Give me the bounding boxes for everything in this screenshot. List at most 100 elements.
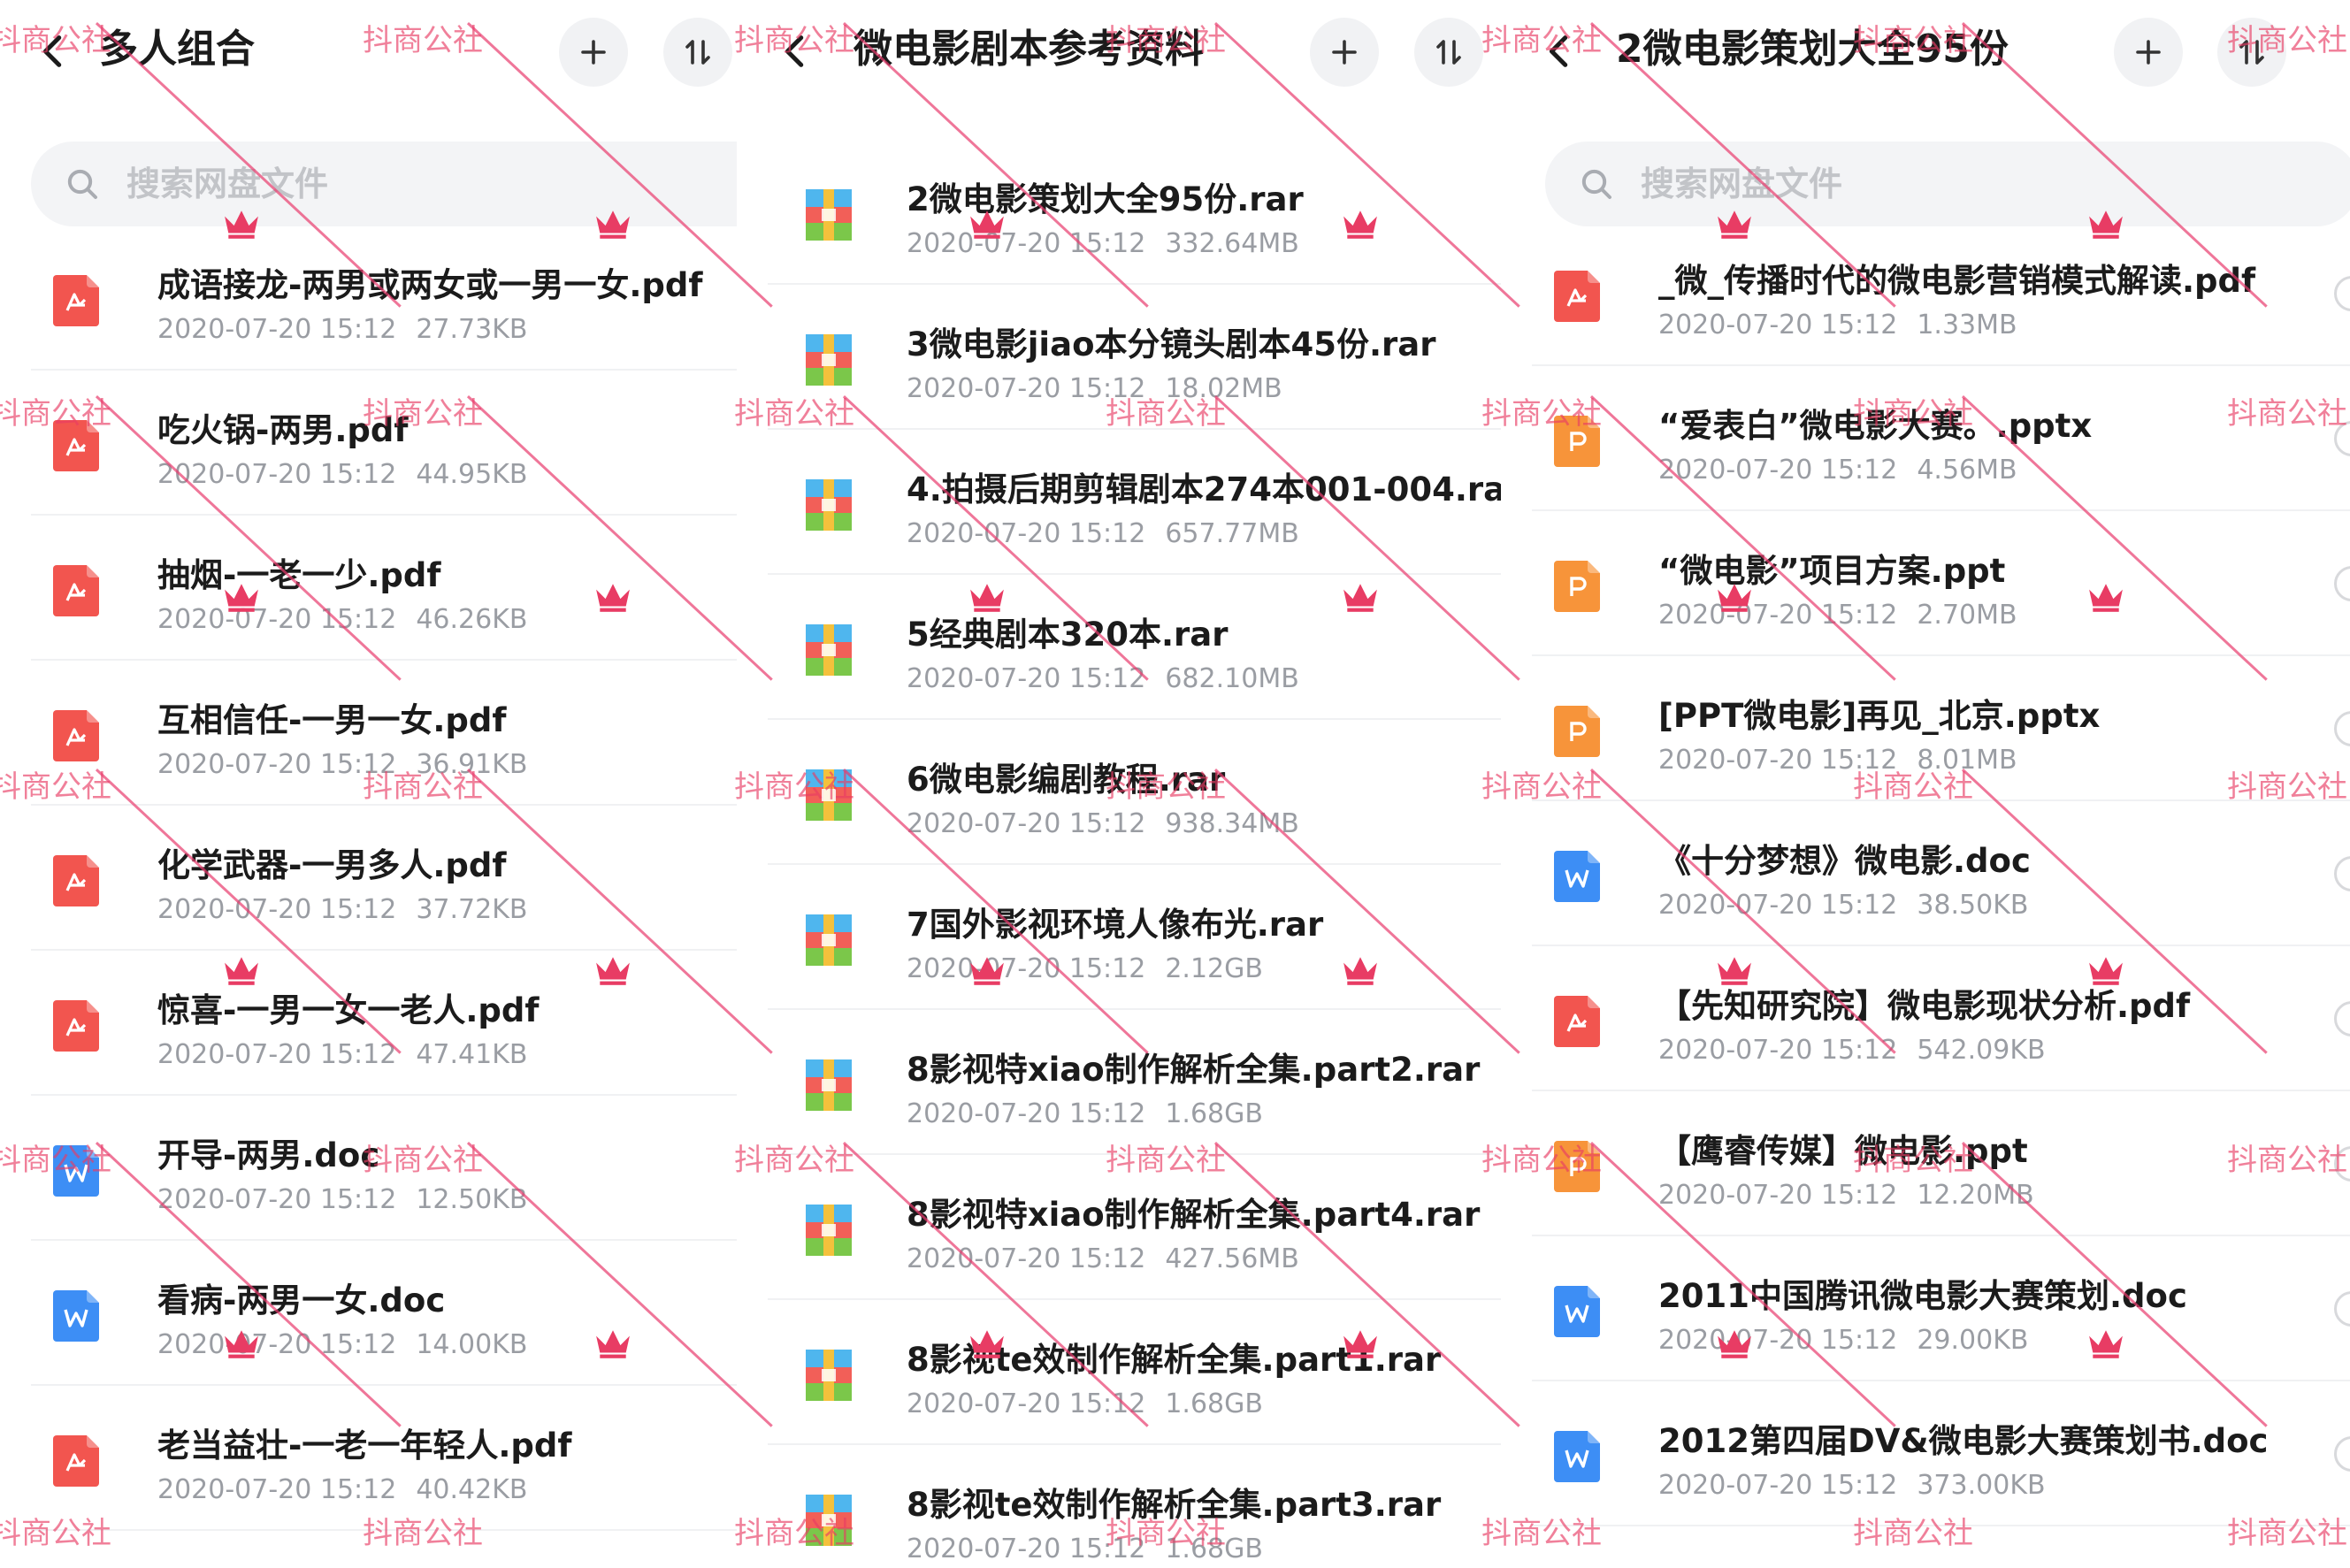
plus-icon bbox=[581, 40, 606, 65]
file-date: 2020-07-20 15:12 bbox=[157, 1329, 397, 1360]
file-name: 开导-两男.doc bbox=[157, 1136, 380, 1174]
file-date: 2020-07-20 15:12 bbox=[157, 1039, 397, 1070]
file-date: 2020-07-20 15:12 bbox=[1658, 600, 1898, 631]
row-divider bbox=[1532, 1525, 2350, 1526]
pdf-file-icon bbox=[53, 710, 99, 761]
file-name: 5经典剧本320本.rar bbox=[907, 616, 1229, 654]
file-row[interactable]: 老当益壮-一老一年轻人.pdf 2020-07-20 15:12 40.42KB bbox=[0, 1386, 737, 1531]
search-bar[interactable] bbox=[1545, 142, 2350, 226]
file-date: 2020-07-20 15:12 bbox=[157, 894, 397, 925]
file-date: 2020-07-20 15:12 bbox=[157, 604, 397, 635]
row-divider bbox=[1532, 1235, 2350, 1236]
header: 多人组合 bbox=[0, 0, 737, 102]
select-checkbox[interactable] bbox=[2334, 711, 2350, 746]
file-name: 《十分梦想》微电影.doc bbox=[1658, 842, 2031, 880]
pdf-file-icon bbox=[1554, 996, 1600, 1047]
file-name: 2012第四届DV&微电影大赛策划书.doc bbox=[1658, 1422, 2269, 1460]
pdf-file-icon bbox=[53, 1435, 99, 1487]
file-size: 38.50KB bbox=[1917, 890, 2029, 921]
file-size: 27.73KB bbox=[416, 314, 528, 345]
file-size: 29.00KB bbox=[1917, 1325, 2029, 1356]
select-checkbox[interactable] bbox=[2334, 276, 2350, 311]
add-button[interactable] bbox=[1310, 18, 1379, 87]
search-bar[interactable] bbox=[31, 142, 737, 226]
search-input[interactable] bbox=[1641, 164, 2171, 203]
archive-file-icon bbox=[806, 1350, 852, 1401]
file-name: 8影视te效制作解析全集.part3.rar bbox=[907, 1486, 1442, 1524]
file-size: 427.56MB bbox=[1165, 1243, 1299, 1274]
file-size: 36.91KB bbox=[416, 749, 528, 780]
archive-file-icon bbox=[806, 1205, 852, 1256]
file-size: 657.77MB bbox=[1165, 518, 1299, 549]
select-checkbox[interactable] bbox=[2334, 421, 2350, 456]
select-checkbox[interactable] bbox=[2334, 1146, 2350, 1182]
doc-file-icon bbox=[1554, 1286, 1600, 1337]
sort-button[interactable] bbox=[2217, 18, 2286, 87]
back-button[interactable] bbox=[34, 19, 104, 83]
file-name: 老当益壮-一老一年轻人.pdf bbox=[157, 1426, 572, 1465]
file-date: 2020-07-20 15:12 bbox=[907, 1388, 1146, 1419]
select-checkbox[interactable] bbox=[2334, 566, 2350, 601]
back-button[interactable] bbox=[1540, 19, 1611, 83]
file-name: 3微电影jiao本分镜头剧本45份.rar bbox=[907, 325, 1436, 363]
sort-button[interactable] bbox=[663, 18, 732, 87]
pdf-file-icon bbox=[53, 420, 99, 471]
file-date: 2020-07-20 15:12 bbox=[907, 518, 1146, 549]
search-input[interactable] bbox=[126, 164, 657, 203]
select-checkbox[interactable] bbox=[2334, 1291, 2350, 1327]
add-button[interactable] bbox=[2114, 18, 2183, 87]
file-size: 47.41KB bbox=[416, 1039, 528, 1070]
file-date: 2020-07-20 15:12 bbox=[907, 373, 1146, 404]
file-meta: 2020-07-20 15:12 657.77MB bbox=[907, 515, 1299, 554]
add-button[interactable] bbox=[559, 18, 628, 87]
select-checkbox[interactable] bbox=[2334, 856, 2350, 891]
sort-button[interactable] bbox=[1414, 18, 1483, 87]
file-size: 40.42KB bbox=[416, 1474, 528, 1505]
row-divider bbox=[31, 1094, 737, 1096]
select-checkbox[interactable] bbox=[2334, 1436, 2350, 1472]
select-checkbox[interactable] bbox=[2334, 1001, 2350, 1036]
back-button[interactable] bbox=[776, 19, 846, 83]
file-date: 2020-07-20 15:12 bbox=[157, 1474, 397, 1505]
file-date: 2020-07-20 15:12 bbox=[1658, 455, 1898, 486]
file-date: 2020-07-20 15:12 bbox=[1658, 1035, 1898, 1066]
file-name: 互相信任-一男一女.pdf bbox=[157, 701, 507, 739]
chevron-left-icon bbox=[785, 35, 804, 67]
file-meta: 2020-07-20 15:12 37.72KB bbox=[157, 891, 527, 929]
file-size: 37.72KB bbox=[416, 894, 528, 925]
